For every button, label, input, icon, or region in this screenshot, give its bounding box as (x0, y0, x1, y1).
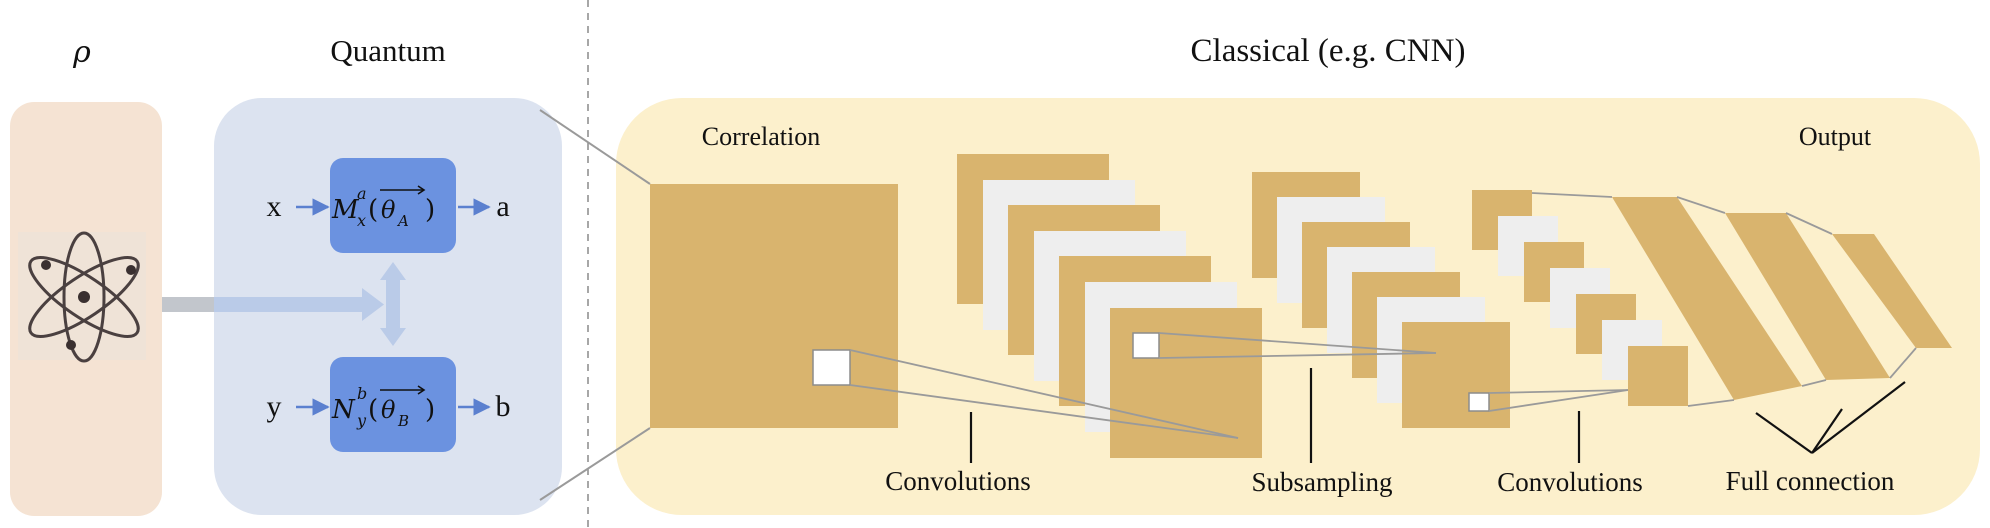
input-y-label: y (267, 390, 282, 423)
shared-randomness-arrow (380, 262, 406, 346)
svg-text:): ) (425, 395, 435, 425)
output-label: Output (1799, 122, 1872, 151)
receptive-field-1 (812, 349, 851, 386)
correlation-map (650, 184, 898, 428)
stage-label-subsampling: Subsampling (1251, 467, 1392, 497)
svg-text:B: B (397, 412, 409, 430)
svg-text:y: y (356, 411, 367, 430)
svg-text:θ: θ (381, 196, 396, 224)
leader-lines (969, 368, 1906, 463)
fully-connected-layers (1612, 197, 1952, 400)
measurement-label-bottom: N b y ( θ B ) (331, 384, 435, 430)
rho-header: ρ (72, 35, 91, 70)
state-channel (162, 297, 214, 312)
stage-label-convolutions-1: Convolutions (885, 466, 1031, 496)
svg-text:θ: θ (381, 396, 396, 424)
stage-label-convolutions-2: Convolutions (1497, 467, 1643, 497)
svg-text:M: M (331, 195, 360, 225)
svg-text:b: b (357, 384, 367, 403)
state-arrow-shaft (214, 297, 362, 312)
svg-text:N: N (331, 395, 356, 425)
stage-label-full-connection: Full connection (1726, 466, 1895, 496)
svg-text:(: ( (368, 195, 378, 225)
svg-text:): ) (425, 195, 435, 225)
receptive-field-2 (1132, 332, 1160, 359)
measurement-box-top (330, 158, 456, 253)
state-arrow-head (362, 288, 384, 321)
output-b-label: b (496, 390, 511, 423)
atom-icon (28, 231, 140, 363)
classical-header: Classical (e.g. CNN) (1191, 33, 1466, 69)
svg-text:(: ( (368, 395, 378, 425)
quantum-header: Quantum (330, 33, 445, 68)
io-arrows (296, 198, 491, 416)
svg-text:A: A (396, 212, 409, 230)
measurement-box-bottom (330, 357, 456, 452)
output-a-label: a (496, 190, 509, 223)
conv-feature-maps-2 (1472, 190, 1688, 406)
correlation-label: Correlation (702, 122, 820, 151)
input-x-label: x (267, 190, 282, 223)
zoom-connectors (539, 109, 651, 501)
layer-connectors (849, 192, 1917, 439)
conv-feature-maps-1 (957, 154, 1262, 458)
receptive-field-3 (1468, 392, 1490, 412)
svg-text:a: a (357, 184, 367, 203)
measurement-label-top: M a x ( θ A ) (331, 184, 435, 230)
svg-text:x: x (357, 211, 366, 230)
